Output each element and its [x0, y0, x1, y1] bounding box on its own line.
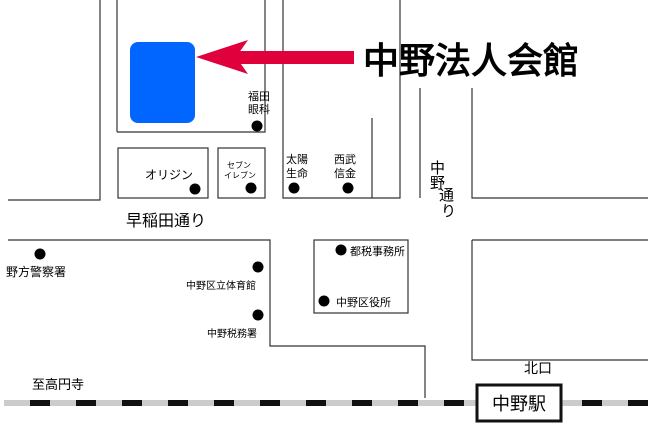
- road-edge-top-left: [8, 0, 101, 201]
- nakano-station-box[interactable]: [475, 383, 563, 423]
- road-label-nakano-1: 中野: [428, 160, 446, 190]
- road-label-waseda: 早稲田通り: [126, 211, 206, 230]
- block-seven-eleven: [217, 147, 266, 199]
- marker-metro-tax: [335, 244, 347, 256]
- station-exit-label: 北口: [524, 361, 552, 377]
- road-edge-nakano-right: [471, 88, 648, 199]
- label-taiyo-1: 太陽: [286, 153, 308, 166]
- marker-nogata-police: [34, 248, 46, 260]
- road-label-nakano-3: り: [441, 202, 456, 220]
- building-title: 中野法人会館: [363, 40, 579, 82]
- marker-seven-eleven: [245, 182, 257, 194]
- marker-taiyo-seimei: [288, 182, 300, 194]
- nakano-hojin-kaikan-building[interactable]: [130, 42, 195, 123]
- marker-nakano-tax: [252, 309, 264, 321]
- road-label-to-koenji: 至高円寺: [32, 377, 84, 393]
- block-ward-office: [313, 239, 409, 314]
- label-fukuda-eye-1: 福田: [248, 89, 270, 103]
- label-seibu-2: 信金: [334, 166, 356, 180]
- road-edge-south-left: [8, 239, 426, 398]
- block-origin: [117, 147, 209, 199]
- marker-ward-office: [318, 295, 330, 307]
- road-label-nakano-2: 通: [439, 186, 454, 204]
- road-edge-mid-left: [282, 0, 401, 199]
- label-seven-2: イレブン: [224, 170, 256, 180]
- label-ward-office: 中野区役所: [336, 295, 391, 309]
- label-seven-1: セブン: [227, 160, 251, 170]
- label-metro-tax: 都税事務所: [350, 244, 405, 258]
- pointer-arrow: [196, 40, 354, 74]
- road-edge-top-block-bottom: [117, 0, 266, 133]
- road-edge-south-right: [471, 240, 648, 361]
- label-origin: オリジン: [145, 168, 193, 182]
- label-seibu-1: 西武: [334, 153, 356, 166]
- marker-seibu-shinkin: [342, 182, 354, 194]
- label-nakano-tax: 中野税務署: [207, 327, 257, 340]
- label-nakano-gym: 中野区立体育館: [186, 279, 256, 292]
- marker-origin: [189, 183, 201, 195]
- label-nogata-police: 野方警察署: [6, 264, 66, 279]
- label-fukuda-eye-2: 眼科: [248, 102, 270, 116]
- marker-fukuda-eye: [251, 120, 263, 132]
- label-taiyo-2: 生命: [286, 166, 308, 180]
- nakano-station-label: 中野駅: [492, 394, 546, 415]
- road-lines: [8, 0, 648, 398]
- marker-nakano-gym: [252, 261, 264, 273]
